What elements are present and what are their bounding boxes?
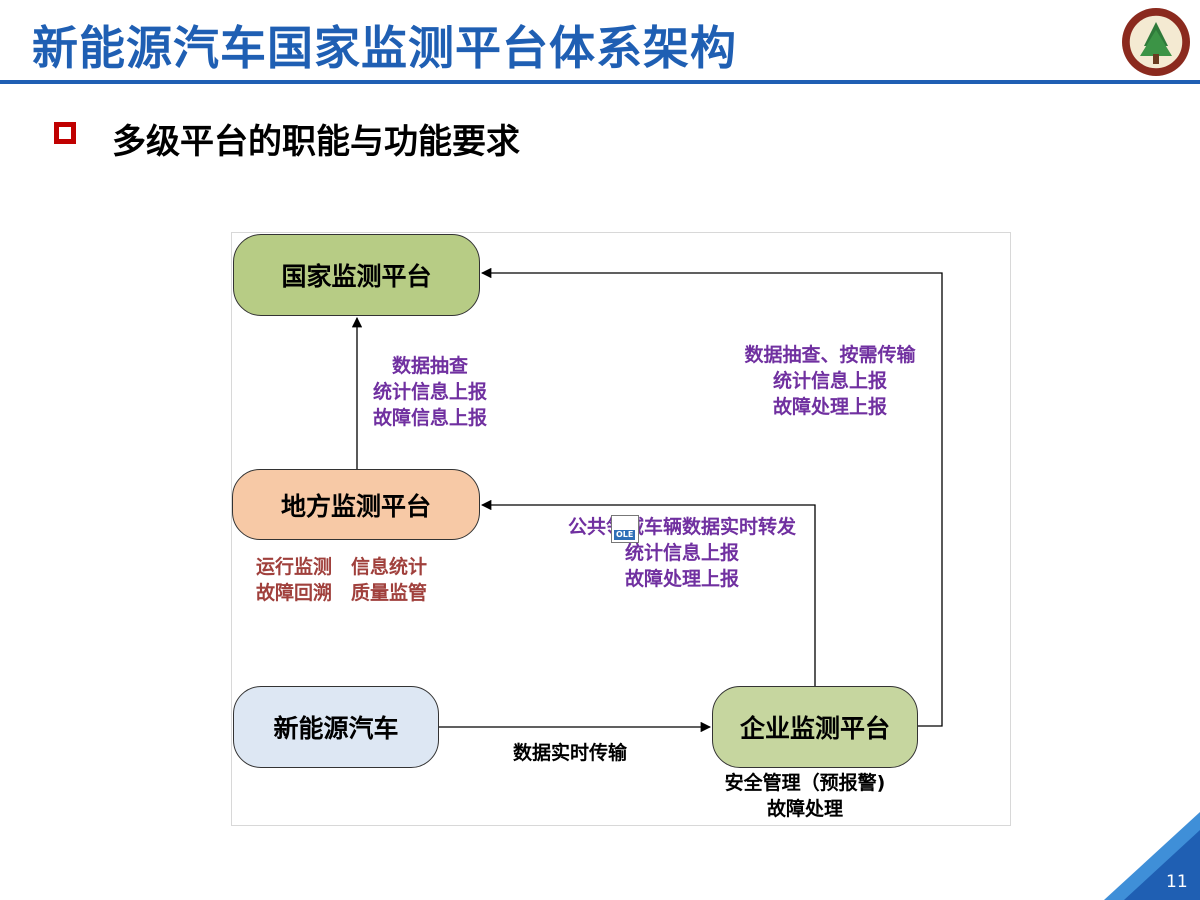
slide-title: 新能源汽车国家监测平台体系架构 <box>32 21 737 75</box>
label-line: 统计信息上报 <box>372 381 487 403</box>
label-enterprise-to-local: 公共领域车辆数据实时转发 统计信息上报 故障处理上报 <box>550 514 814 592</box>
diagram-frame <box>231 232 1011 826</box>
node-enterprise-platform: 企业监测平台 <box>712 686 918 768</box>
label-nev-to-enterprise: 数据实时传输 <box>512 742 627 764</box>
label-line: 故障回溯 质量监管 <box>256 582 428 604</box>
label-line: 数据抽查、按需传输 <box>744 344 916 366</box>
ole-object-icon: OLE <box>611 515 639 543</box>
node-national-platform: 国家监测平台 <box>233 234 480 316</box>
arrow-enterprise-to-national <box>480 267 943 727</box>
label-line: 运行监测 信息统计 <box>256 556 428 578</box>
label-line: 故障处理上报 <box>772 396 887 418</box>
arrow-enterprise-to-local <box>480 499 816 686</box>
node-new-energy-vehicle: 新能源汽车 <box>233 686 439 768</box>
label-local-to-national: 数据抽查 统计信息上报 故障信息上报 <box>362 353 498 431</box>
university-seal-logo <box>1122 8 1190 76</box>
label-line: 统计信息上报 <box>624 542 739 564</box>
bullet-square-icon <box>54 122 76 144</box>
label-line: 安全管理（预报警) <box>724 772 886 794</box>
label-local-functions: 运行监测 信息统计 故障回溯 质量监管 <box>256 554 456 606</box>
section-heading: 多级平台的职能与功能要求 <box>112 122 520 162</box>
label-line: 故障处理上报 <box>624 568 739 590</box>
label-line: 统计信息上报 <box>772 370 887 392</box>
label-line: 数据抽查 <box>391 355 468 377</box>
label-enterprise-functions: 安全管理（预报警) 故障处理 <box>700 770 910 822</box>
label-line: 故障信息上报 <box>372 407 487 429</box>
label-line: 公共领域车辆数据实时转发 <box>567 516 796 538</box>
label-enterprise-to-national: 数据抽查、按需传输 统计信息上报 故障处理上报 <box>730 342 930 420</box>
title-underline <box>0 80 1200 84</box>
node-local-platform: 地方监测平台 <box>232 469 480 540</box>
corner-decoration <box>1104 812 1200 900</box>
ole-badge: OLE <box>614 530 636 540</box>
label-line: 故障处理 <box>766 798 843 820</box>
page-number: 11 <box>1166 872 1188 892</box>
